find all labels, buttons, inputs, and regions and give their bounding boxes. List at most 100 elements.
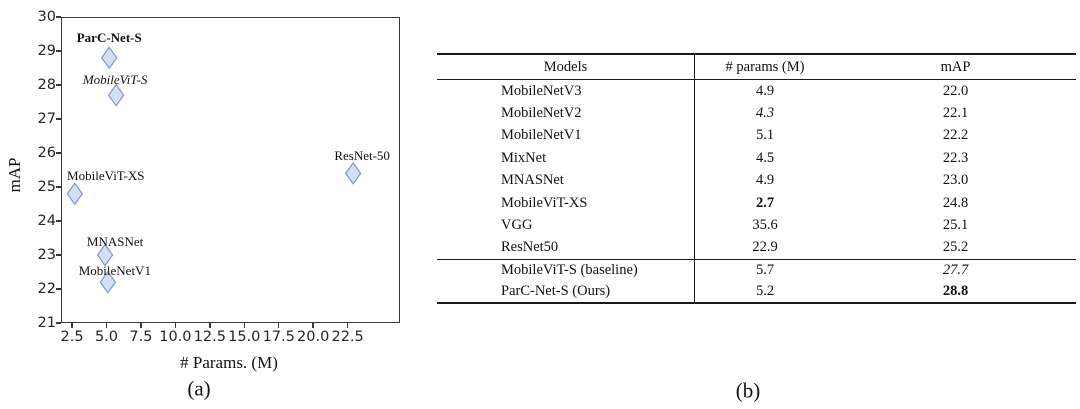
y-tick [56,84,61,86]
table-cell-params: 2.7 [755,194,775,211]
x-tick-label: 7.5 [129,329,153,345]
y-tick-label: 23 [37,246,56,263]
table-header-row: Models # params (M) mAP [437,55,1076,80]
table-cell-model: ResNet50 [437,236,695,260]
y-tick [56,50,61,52]
table-cell-params: 5.1 [755,127,775,144]
y-tick-label: 21 [37,314,56,331]
table-header-params: # params (M) [725,58,805,75]
table-row: MobileViT-XS 2.7 24.8 [437,191,1076,215]
data-point-label: ResNet-50 [334,148,390,164]
x-tick [312,323,314,328]
y-tick-label: 22 [37,280,56,297]
y-tick-label: 24 [37,212,56,229]
data-point-label: MobileViT-XS [67,167,145,183]
plot-area [61,17,400,323]
x-tick [209,323,211,328]
y-tick [56,254,61,256]
table-cell-model: ParC-Net-S (Ours) [437,281,695,303]
x-tick [278,323,280,328]
data-point-label: MNASNet [86,234,144,249]
y-axis-label: mAP [5,157,24,193]
panel-a-caption: (a) [187,376,211,401]
table-cell-params: 5.7 [755,262,775,279]
table-cell-map: 22.3 [942,149,969,166]
y-tick-label: 29 [37,42,56,59]
table-cell-map: 23.0 [942,172,969,189]
data-point-diamond [100,46,118,70]
y-tick [56,152,61,154]
table-row: ResNet50 22.9 25.2 [437,236,1076,260]
y-tick-label: 30 [37,8,56,25]
table-cell-params: 35.6 [752,217,778,234]
data-point-diamond [96,243,114,267]
table-row: MobileNetV3 4.9 22.0 [437,80,1076,103]
data-point-label: MobileNetV1 [78,263,151,279]
x-tick-label: 10.0 [159,329,192,345]
table-cell-model: MixNet [437,147,695,170]
x-tick-label: 15.0 [228,329,261,345]
table-cell-map: 22.1 [942,105,969,122]
y-tick [56,220,61,222]
table-cell-model: MobileViT-S (baseline) [437,260,695,282]
comparison-table: Models # params (M) mAP MobileNetV3 4.9 22… [437,53,1076,305]
y-tick [56,288,61,290]
y-tick-label: 28 [37,76,56,93]
x-tick-label: 5.0 [94,329,118,345]
x-tick-label: 12.5 [193,329,226,345]
data-point-diamond [66,182,84,206]
table-cell-model: MobileNetV3 [437,80,695,103]
table-cell-map: 28.8 [942,283,969,300]
x-tick [243,323,245,328]
x-tick-label: 2.5 [60,329,84,345]
table-cell-params: 4.9 [755,82,775,99]
table-cell-map: 22.2 [942,127,969,144]
table-row: MixNet 4.5 22.3 [437,147,1076,170]
scatter-points-layer [66,46,362,294]
table-cell-model: VGG [437,214,695,237]
y-tick [56,118,61,120]
data-point-diamond [344,161,362,185]
x-tick [140,323,142,328]
table-row: MobileNetV1 5.1 22.2 [437,124,1076,148]
table-cell-model: MNASNet [437,169,695,192]
y-tick-label: 27 [37,110,56,127]
data-point-label: MobileViT-S [82,72,148,88]
x-tick [71,323,73,328]
table-header-models: Models [437,55,695,79]
table-cell-model: MobileNetV1 [437,124,695,148]
x-tick [105,323,108,328]
data-point-label: ParC-Net-S [76,29,142,45]
x-tick [174,323,177,328]
table-cell-map: 27.7 [942,262,969,279]
table-cell-model: MobileViT-XS [437,191,695,215]
panel-b-caption: (b) [735,378,761,403]
table-cell-map: 25.2 [942,239,969,256]
table-cell-model: MobileNetV2 [437,102,695,125]
table-cell-map: 24.8 [942,194,969,211]
x-tick [346,323,349,328]
y-tick [56,16,61,18]
table-cell-params: 22.9 [752,239,778,256]
table-row: MobileViT-S (baseline) 5.7 27.7 [437,260,1076,282]
data-point-diamond [107,83,125,107]
x-tick-label: 17.5 [262,329,295,345]
table-header-map: mAP [940,58,971,75]
data-point-diamond [99,270,117,294]
x-tick-label: 20.0 [297,329,330,345]
table-cell-params: 4.5 [755,149,775,166]
table-cell-params: 4.9 [755,172,775,189]
y-tick-label: 26 [37,144,56,161]
x-axis-label: # Params. (M) [180,353,278,372]
y-tick [56,322,61,324]
y-tick-label: 25 [37,178,56,195]
x-tick-label: 22.5 [331,329,364,345]
table-cell-map: 22.0 [942,82,969,99]
